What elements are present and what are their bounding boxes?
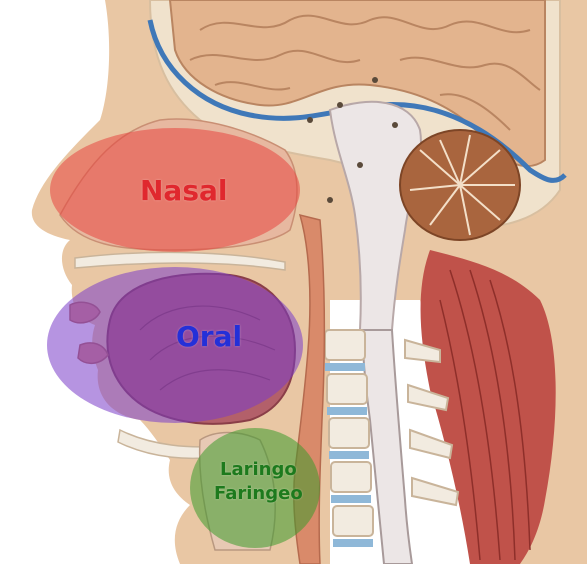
oral-region-overlay bbox=[47, 267, 303, 423]
nasal-label: Nasal bbox=[140, 174, 228, 207]
laryngopharynx-label: Laringo Faringeo bbox=[214, 458, 303, 506]
laryngopharynx-label-line1: Laringo bbox=[214, 458, 303, 482]
laryngopharynx-label-line2: Faringeo bbox=[214, 482, 303, 506]
oral-label: Oral bbox=[176, 320, 242, 353]
